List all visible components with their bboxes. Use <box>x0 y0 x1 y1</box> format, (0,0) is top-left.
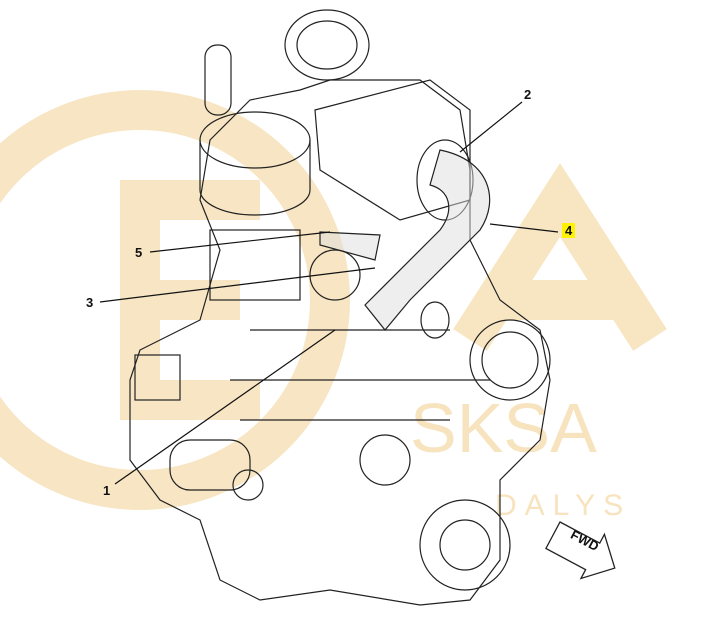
crank-pulley-inner <box>439 519 491 571</box>
hose-clamp <box>319 231 381 261</box>
fwd-arrow-icon <box>545 521 616 580</box>
block-lines <box>230 329 490 421</box>
callout-1: 1 <box>103 483 111 498</box>
thermostat-housing <box>420 301 450 339</box>
watermark-letter-a <box>453 163 667 351</box>
air-inlet <box>284 9 370 81</box>
manifold <box>209 229 301 301</box>
fan-pulley <box>469 319 551 401</box>
side-box <box>134 354 181 401</box>
callout-4: 4 <box>562 223 576 238</box>
leader-line-5 <box>149 231 331 253</box>
engine-illustration <box>129 9 551 606</box>
leader-line-3 <box>99 267 376 303</box>
watermark-text-large: SKSA <box>410 389 597 467</box>
fan-pulley-inner <box>481 331 539 389</box>
leader-line-1 <box>114 329 336 485</box>
intake-hose <box>364 149 491 331</box>
exhaust-pipe <box>204 44 232 116</box>
idler-pulley <box>359 434 411 486</box>
callout-3: 3 <box>86 295 94 310</box>
engine-outline <box>129 79 551 606</box>
leader-line-2 <box>459 101 523 153</box>
air-inlet-inner <box>296 20 358 70</box>
muffler-body <box>199 140 311 216</box>
callout-5: 5 <box>135 245 143 260</box>
callout-2: 2 <box>524 87 532 102</box>
turbocharger <box>309 249 361 301</box>
watermark-text-small: DALYS <box>495 489 631 522</box>
starter-end <box>232 469 264 501</box>
starter-motor <box>169 439 251 491</box>
crank-pulley <box>419 499 511 591</box>
leader-line-4 <box>489 223 559 233</box>
leader-lines <box>99 101 559 485</box>
